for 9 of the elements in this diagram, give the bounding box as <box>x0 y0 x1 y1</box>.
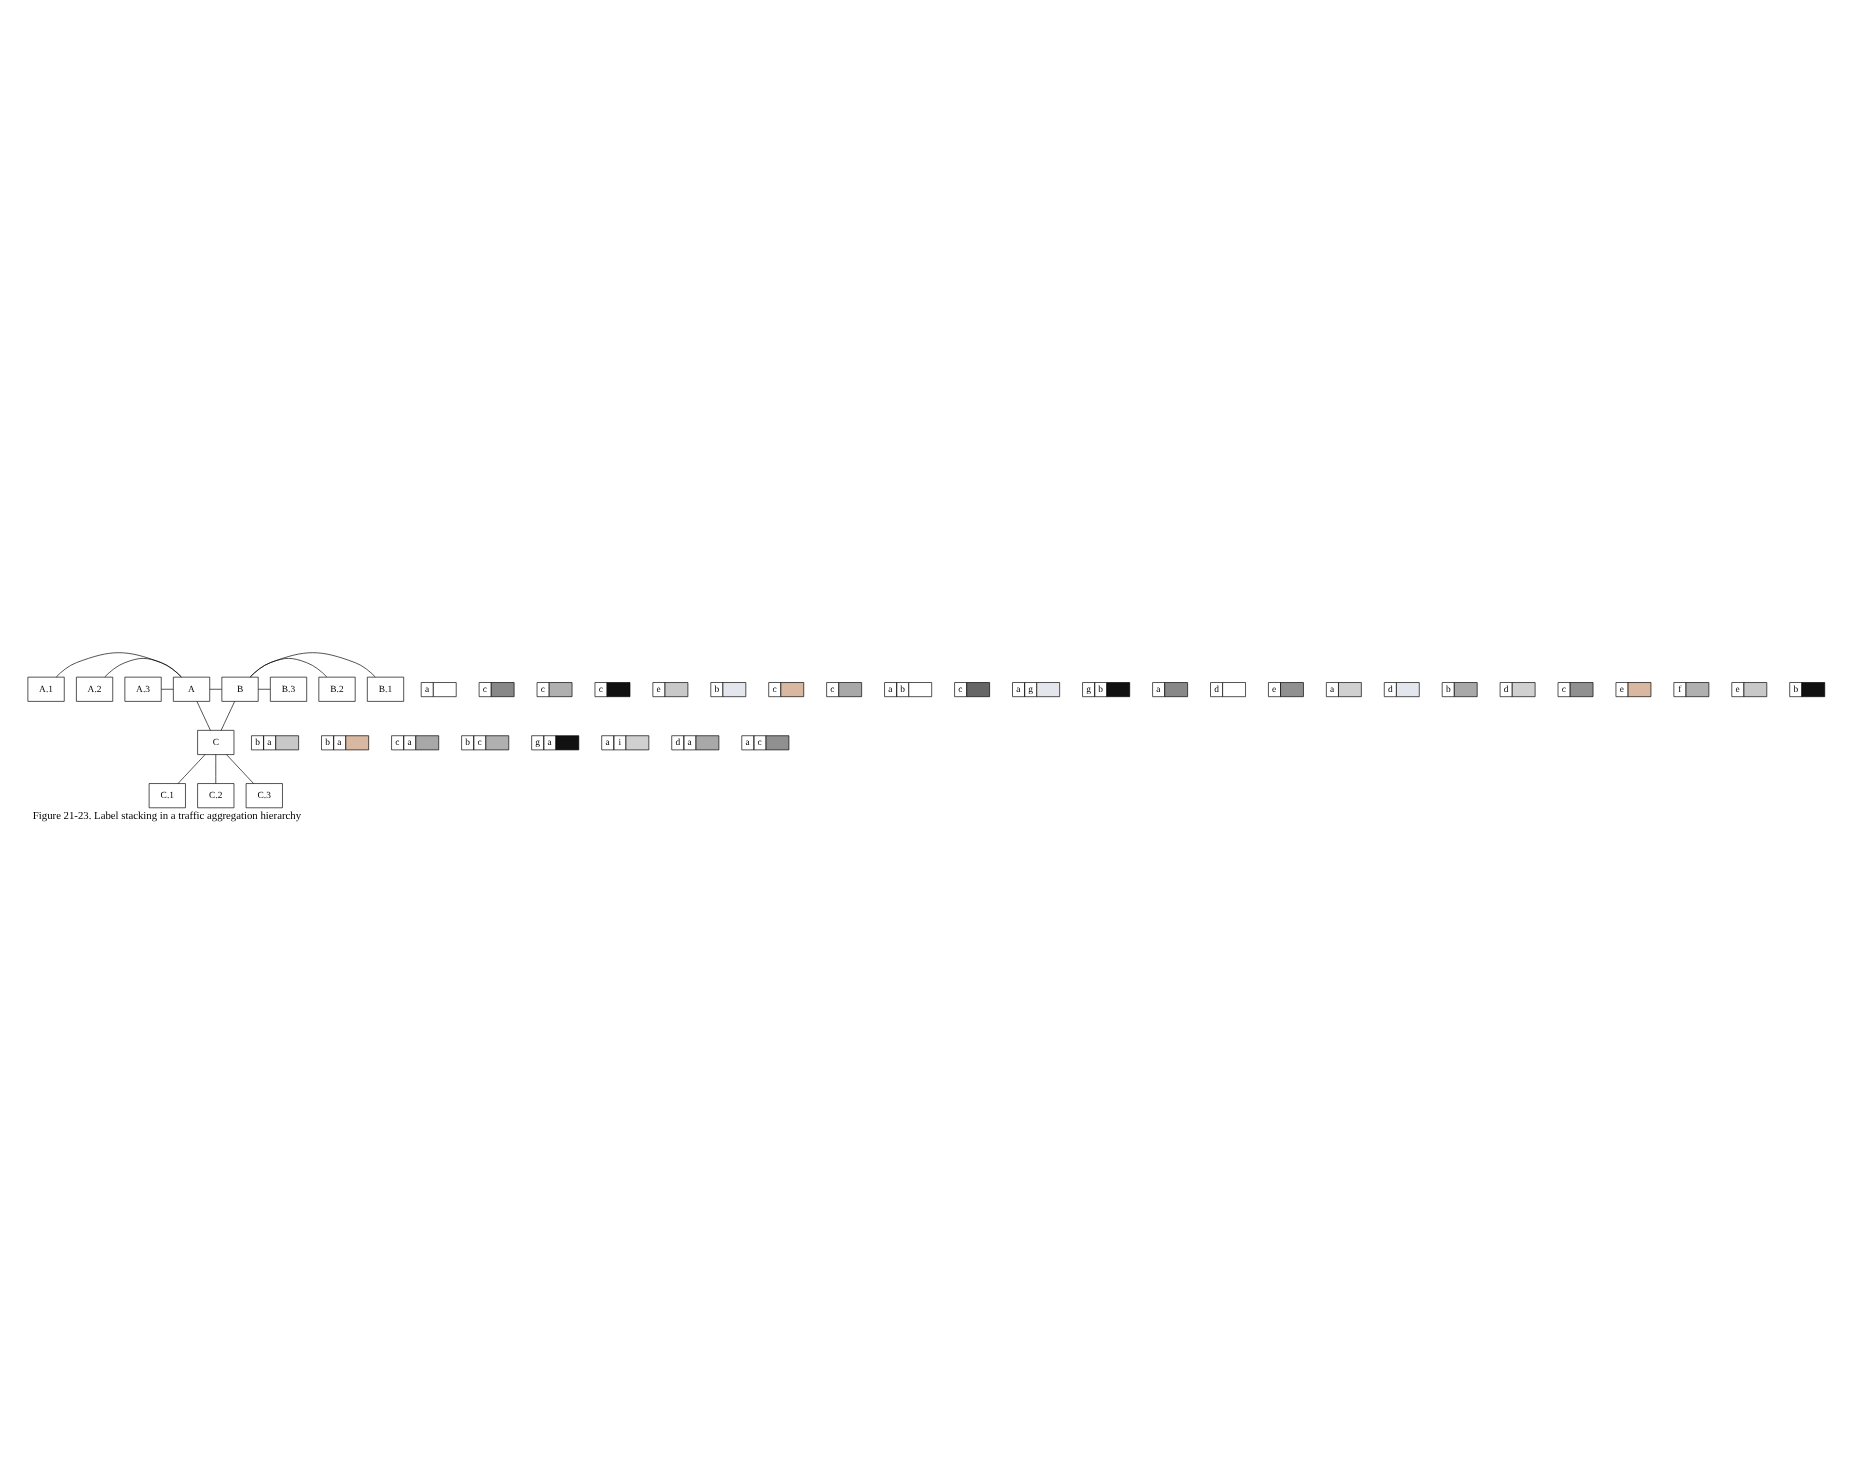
connector <box>226 753 254 783</box>
connector <box>249 651 376 677</box>
connector <box>177 753 206 783</box>
connector <box>104 657 182 677</box>
connector <box>249 657 328 677</box>
connector <box>220 700 235 730</box>
connector <box>196 700 211 730</box>
connector <box>55 651 182 677</box>
connector <box>215 753 217 783</box>
